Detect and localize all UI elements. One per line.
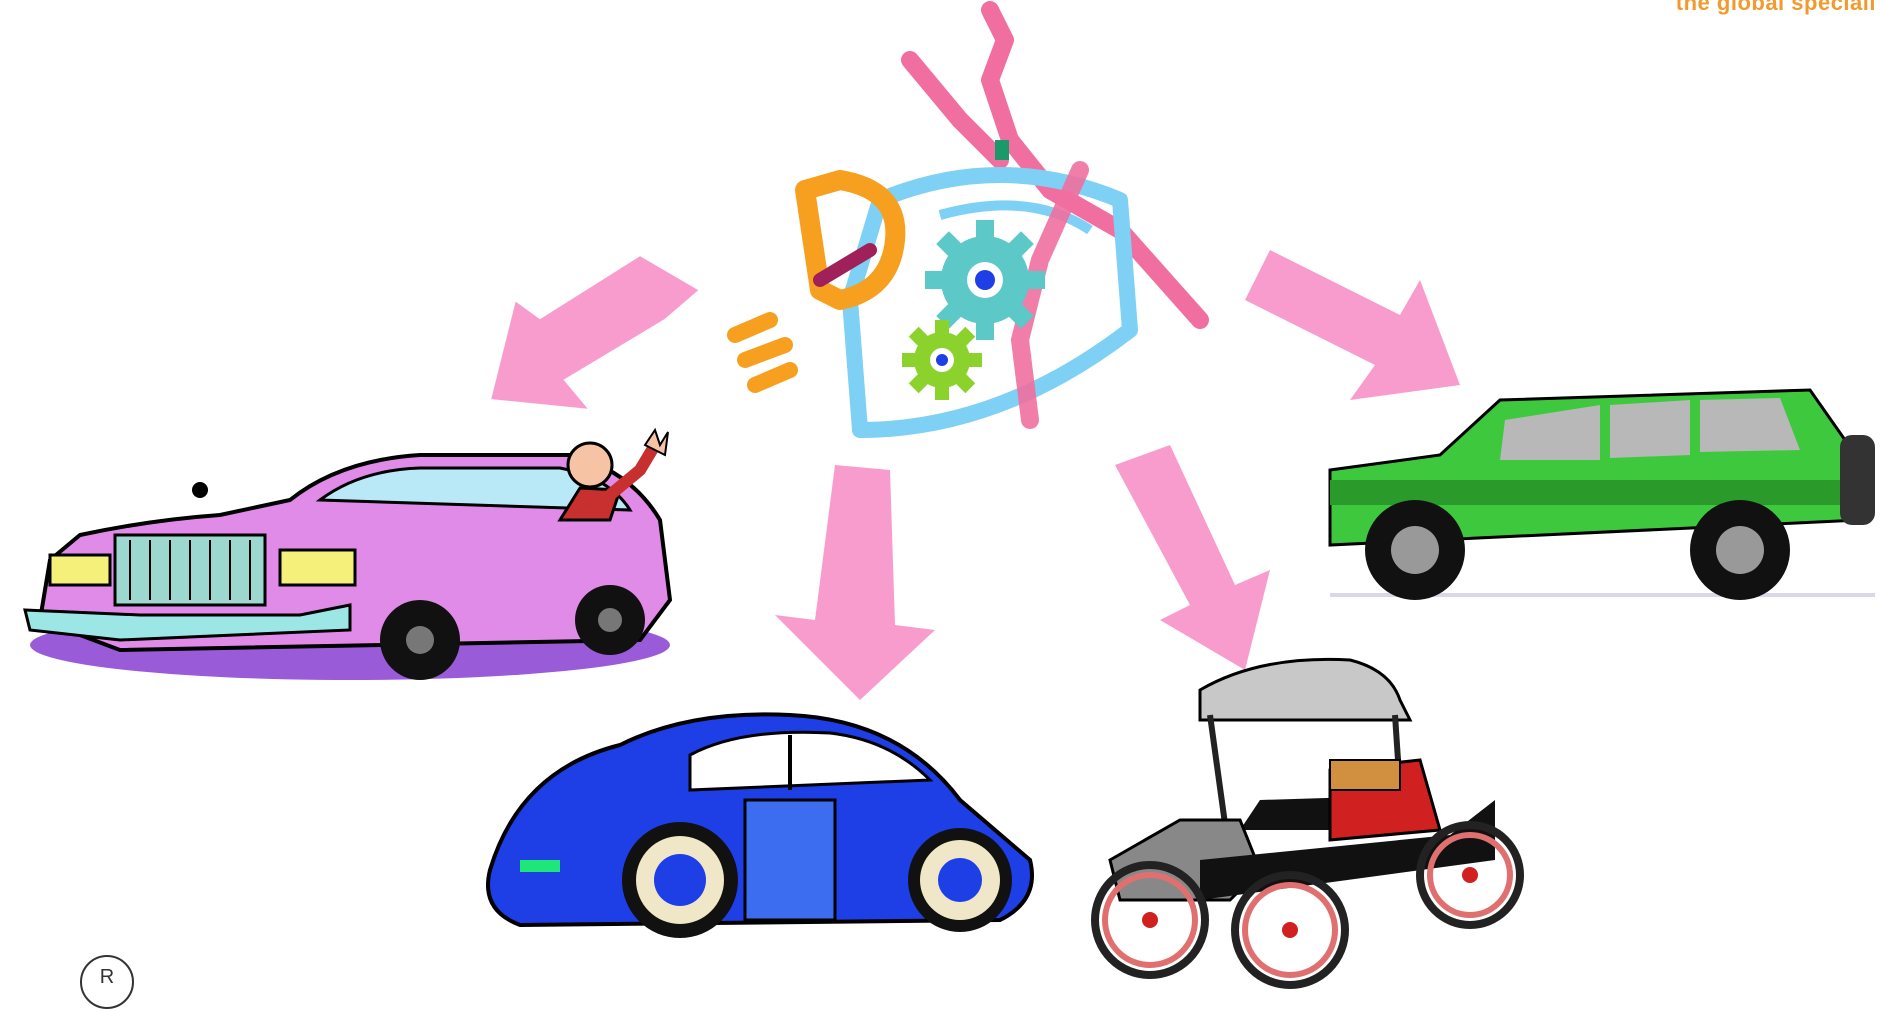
arrow-to-green-suv <box>1245 250 1460 400</box>
pink-car-illustration <box>25 430 670 680</box>
green-suv-illustration <box>1330 390 1875 600</box>
registered-trademark-icon: R <box>80 955 134 1009</box>
eye-gears-logo-icon <box>735 10 1200 430</box>
antique-car-illustration <box>1095 659 1520 985</box>
arrow-to-pink-car <box>490 255 700 410</box>
blue-beetle-illustration <box>488 714 1032 938</box>
arrow-to-antique-car <box>1115 445 1270 670</box>
arrow-to-blue-car <box>775 465 935 700</box>
